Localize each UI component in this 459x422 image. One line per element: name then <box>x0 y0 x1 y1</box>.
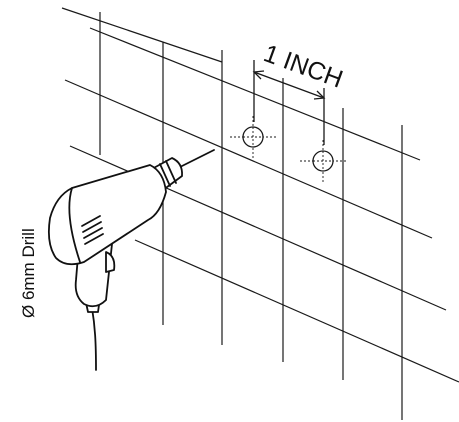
drill-size-label: Ø 6mm Drill <box>19 228 38 318</box>
wall-grid <box>61 7 459 420</box>
chuck-ring <box>159 163 171 187</box>
drill-bit <box>177 149 215 169</box>
power-cord <box>91 307 97 371</box>
drill-hole-right <box>300 140 347 182</box>
vent-slot <box>82 221 102 233</box>
chuck-ring <box>165 160 177 184</box>
dimension-arrow-right <box>313 90 326 100</box>
vent-slot <box>81 215 101 227</box>
drill-hole-left <box>230 116 276 158</box>
dimension-arrow-left <box>252 70 265 80</box>
drill-body <box>47 164 167 266</box>
dimension-label: 1 INCH <box>260 39 347 93</box>
drill-body-edge <box>68 187 81 263</box>
grid-slanted-line <box>61 7 223 63</box>
power-drill-icon <box>47 149 215 371</box>
drill-trigger <box>105 251 116 273</box>
dimension-line <box>253 71 325 99</box>
grid-slanted-line <box>134 239 459 383</box>
grid-slanted-line <box>64 79 433 239</box>
dimension-marker: 1 INCH <box>252 39 347 145</box>
vent-slot <box>83 227 103 239</box>
vent-slot <box>84 233 104 245</box>
grid-slanted-line <box>89 27 421 161</box>
